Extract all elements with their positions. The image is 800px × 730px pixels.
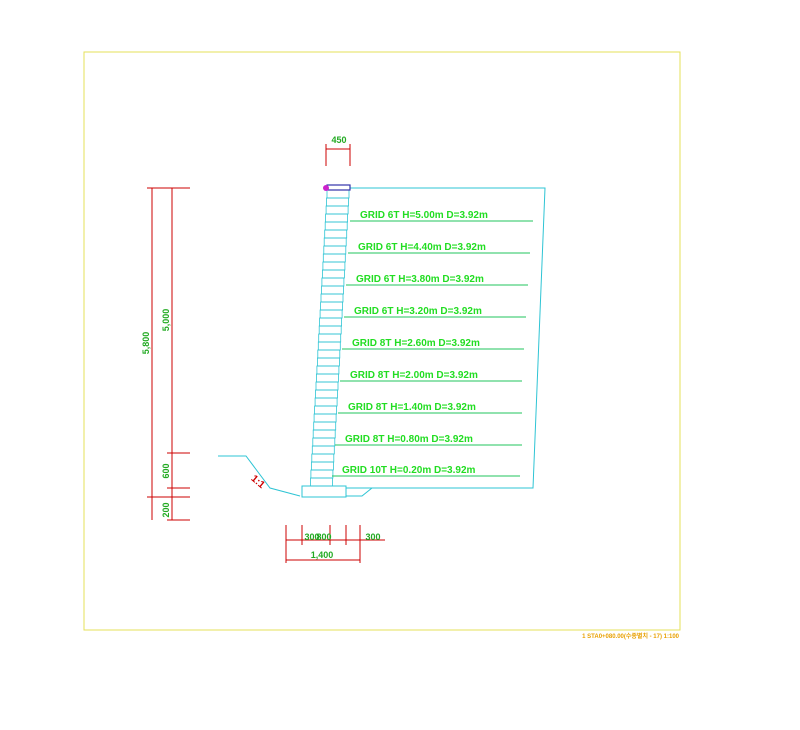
facing-block	[310, 461, 334, 471]
facing-block	[318, 333, 342, 343]
facing-block	[321, 277, 345, 287]
facing-block	[324, 221, 348, 231]
facing-block	[310, 469, 334, 479]
facing-block	[310, 477, 333, 487]
title-block: 1 STA0+080.00(수종별치 - 17) 1:100	[582, 632, 680, 640]
facing-block	[320, 301, 344, 311]
facing-block	[318, 325, 342, 335]
facing-block	[321, 269, 345, 279]
facing-block	[321, 285, 344, 295]
geogrid-label: GRID 6T H=3.20m D=3.92m	[354, 306, 482, 317]
geogrid-label: GRID 8T H=1.40m D=3.92m	[348, 402, 476, 413]
leveling-pad	[301, 485, 347, 498]
vertical-dimensions: 5,800 5,000 600 200	[141, 187, 190, 521]
facing-block	[325, 205, 349, 215]
base-left-label: 300	[304, 532, 319, 542]
base-total-label: 1,400	[311, 550, 334, 560]
ground-line-right	[346, 487, 533, 497]
facing-block	[311, 445, 335, 455]
wall-cap	[326, 184, 351, 191]
base-right-label: 300	[365, 532, 380, 542]
geogrid-label: GRID 8T H=0.80m D=3.92m	[345, 434, 473, 445]
slope-label: 1:1	[249, 473, 267, 491]
facing-block	[316, 365, 340, 375]
facing-block	[319, 309, 343, 319]
facing-block	[326, 197, 349, 207]
facing-block	[320, 293, 344, 303]
geogrid-label: GRID 6T H=4.40m D=3.92m	[358, 242, 486, 253]
wall-height-label: 5,000	[161, 309, 171, 332]
base-mid-label: 800	[316, 532, 331, 542]
facing-block	[316, 357, 340, 367]
facing-block	[313, 413, 337, 423]
facing-block	[319, 317, 343, 327]
facing-block	[323, 245, 347, 255]
top-width-label: 450	[331, 135, 346, 145]
geogrid-label: GRID 8T H=2.00m D=3.92m	[350, 370, 478, 381]
total-height-label: 5,800	[141, 332, 151, 355]
marker-point	[323, 185, 329, 191]
ground-line-left	[218, 455, 301, 497]
geogrid-label: GRID 6T H=5.00m D=3.92m	[360, 210, 488, 221]
facing-block	[314, 405, 338, 415]
retaining-wall	[218, 184, 546, 498]
drawing-frame	[83, 51, 681, 631]
facing-block	[311, 453, 335, 463]
facing-block	[317, 349, 341, 359]
geogrid-label: GRID 10T H=0.20m D=3.92m	[342, 465, 476, 476]
facing-block	[323, 237, 347, 247]
facing-block	[324, 229, 348, 239]
embedment-label: 600	[161, 463, 171, 478]
facing-block	[315, 373, 339, 383]
base-dimensions: 300 800 300 1,400	[285, 525, 385, 563]
base-thickness-label: 200	[161, 502, 171, 517]
facing-block	[312, 437, 336, 447]
facing-block	[322, 261, 346, 271]
top-width-dimension: 450	[325, 135, 351, 166]
facing-block	[313, 421, 337, 431]
facing-block	[312, 429, 336, 439]
facing-block	[315, 381, 339, 391]
geogrid-label: GRID 6T H=3.80m D=3.92m	[356, 274, 484, 285]
facing-block	[322, 253, 346, 263]
facing-block	[315, 389, 338, 399]
geogrid-label: GRID 8T H=2.60m D=3.92m	[352, 338, 480, 349]
block-stack	[310, 189, 350, 487]
facing-block	[314, 397, 338, 407]
facing-block	[325, 213, 349, 223]
facing-block	[326, 189, 350, 199]
facing-block	[317, 341, 341, 351]
